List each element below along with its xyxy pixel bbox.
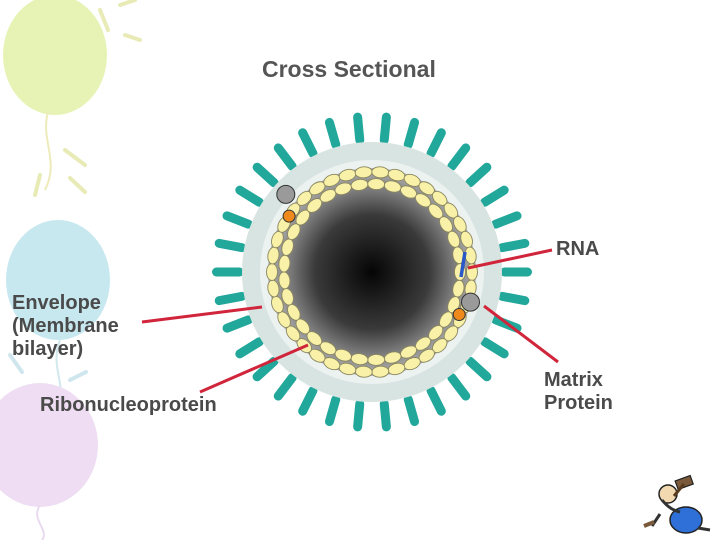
rna-pointer-line [467,248,553,270]
rnp-bead [266,263,278,281]
matrix-protein-marker [276,184,296,204]
spike-glycoprotein [480,185,509,207]
spike-glycoprotein [465,162,492,188]
spike-glycoprotein [403,394,420,427]
pointer-lines [141,248,559,394]
spike-glycoprotein [222,315,253,333]
ribonucleoprotein-label: Ribonucleoprotein [40,394,217,416]
spike-glycoprotein [214,238,247,253]
envelope-spikes [212,112,532,432]
spike-glycoprotein [252,162,279,188]
spike-glycoprotein [353,399,365,432]
rna-strand [459,251,467,278]
spike-glycoprotein [235,185,264,207]
virus-core [268,168,476,376]
envelope-pointer-line [141,305,263,324]
balloon-blue [6,220,110,340]
spike-glycoprotein [273,373,297,401]
spike-glycoprotein [497,291,530,306]
spike-glycoprotein [480,337,509,359]
spike-glycoprotein [235,337,264,359]
spike-glycoprotein [447,373,471,401]
spike-glycoprotein [500,267,532,277]
spike-glycoprotein [465,356,492,382]
orange-marker [452,308,466,321]
matrix-protein-label: Matrix Protein [544,369,613,415]
rnp-bead [367,353,386,366]
envelope-label: Envelope (Membrane bilayer) [12,292,119,361]
rna-label: RNA [556,238,600,260]
matrix-label-line-2: Protein [544,392,613,414]
spike-glycoprotein [379,112,391,145]
spike-glycoprotein [222,211,253,229]
spike-glycoprotein [252,356,279,382]
envelope-label-line-1: Envelope [12,292,101,314]
spike-glycoprotein [212,267,244,277]
spike-glycoprotein [447,143,471,171]
spike-glycoprotein [214,291,247,306]
spike-glycoprotein [324,117,341,150]
spike-glycoprotein [379,399,391,432]
spike-glycoprotein [426,386,446,416]
spike-glycoprotein [491,211,522,229]
orange-marker [282,209,296,223]
matrix-label-line-1: Matrix [544,369,603,391]
spike-glycoprotein [324,394,341,427]
spike-glycoprotein [403,117,420,150]
ribonucleoprotein-pointer-line [199,343,309,394]
diagram-title: Cross Sectional [262,56,436,82]
spike-glycoprotein [353,112,365,145]
matrix-protein-pointer-line [483,304,559,364]
balloon-yellow [3,0,107,115]
spike-glycoprotein [426,128,446,158]
balloon-purple [0,383,98,507]
cartoon-figure-with-hammer-icon [643,474,711,534]
ribonucleoprotein-beads [266,166,478,378]
spike-glycoprotein [298,128,318,158]
matrix-protein-marker [461,292,480,312]
spike-glycoprotein [497,238,530,253]
rnp-bead [367,178,386,191]
envelope-label-line-3: bilayer) [12,338,84,360]
spike-glycoprotein [298,386,318,416]
spike-glycoprotein [273,143,297,171]
envelope-label-line-2: (Membrane [12,315,119,337]
sparkle-rays [33,0,142,197]
